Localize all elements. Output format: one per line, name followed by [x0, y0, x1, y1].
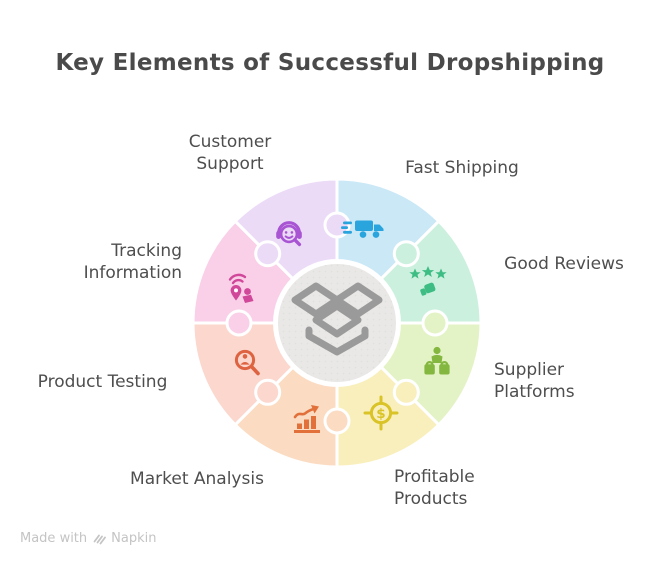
- dropbox-logo: [291, 282, 383, 356]
- puzzle-tab: [254, 240, 282, 268]
- segment-label-profitable-products: Profitable Products: [394, 467, 475, 510]
- segment-label-fast-shipping: Fast Shipping: [405, 158, 519, 178]
- diagram-title: Key Elements of Successful Dropshipping: [55, 50, 605, 76]
- puzzle-tab: [254, 378, 282, 406]
- puzzle-tab: [225, 309, 253, 337]
- three-stars-thumb-icon: [409, 266, 447, 296]
- puzzle-tab: [323, 211, 351, 239]
- segment-label-product-testing: Product Testing: [37, 372, 168, 392]
- puzzle-tab: [392, 240, 420, 268]
- napkin-brand-text: Napkin: [111, 531, 157, 546]
- headset-smiley-icon: [276, 221, 302, 247]
- segment-label-market-analysis: Market Analysis: [130, 469, 264, 489]
- hub-texture: [278, 264, 396, 382]
- made-with-text: Made with: [20, 531, 88, 546]
- napkin-logo-icon: [93, 534, 107, 544]
- growth-chart-icon: [293, 405, 320, 433]
- dollar-glyph: $: [376, 406, 385, 422]
- delivery-truck-icon: [341, 220, 384, 238]
- puzzle-tab: [323, 407, 351, 435]
- segment-label-customer-support: Customer Support: [188, 132, 272, 175]
- segment-label-tracking-information: Tracking Information: [83, 241, 182, 284]
- location-tracking-icon: [228, 273, 254, 303]
- segment-label-good-reviews: Good Reviews: [504, 254, 624, 274]
- magnifier-person-icon: [234, 349, 260, 376]
- made-with-napkin-link[interactable]: Made with Napkin: [20, 531, 156, 546]
- supplier-people-icon: [424, 346, 450, 375]
- segment-label-supplier-platforms: Supplier Platforms: [494, 360, 575, 403]
- puzzle-tab: [421, 309, 449, 337]
- puzzle-tab: [392, 378, 420, 406]
- dollar-target-icon: $: [363, 395, 399, 431]
